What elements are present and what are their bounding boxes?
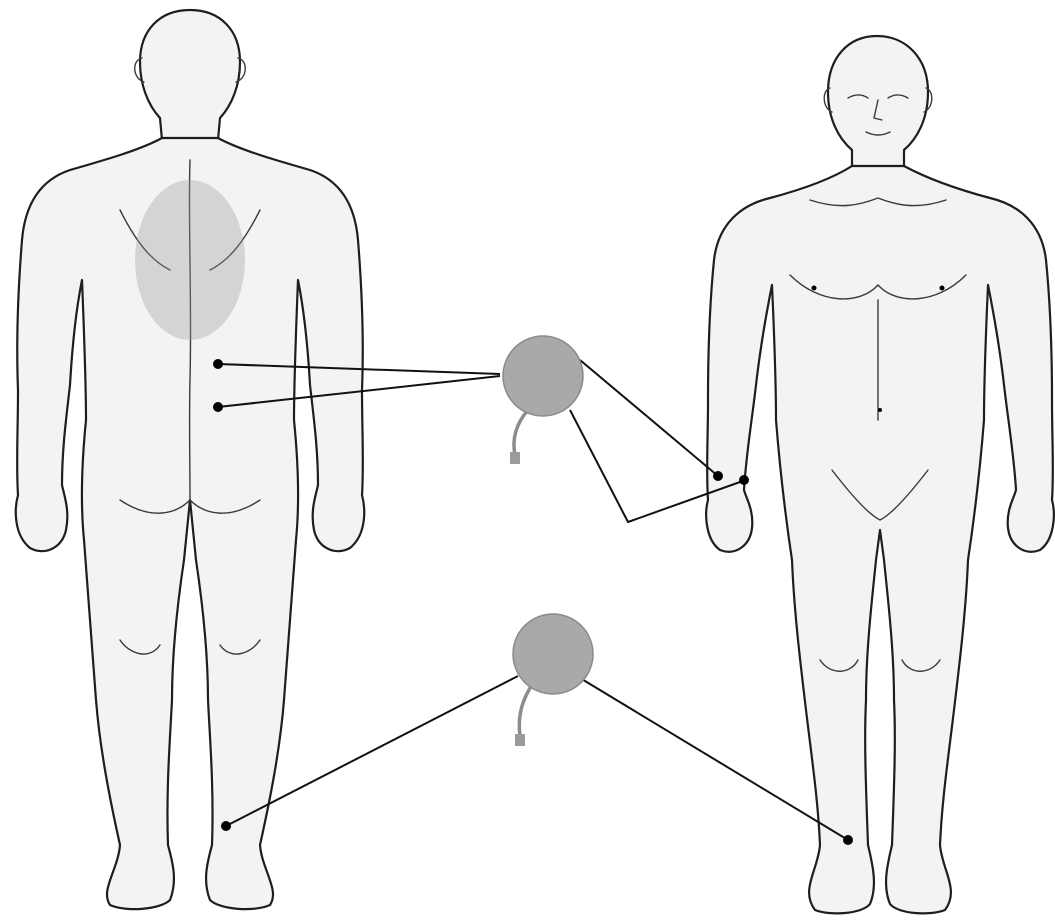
lower-stimulator-group [221,614,853,845]
lead-wrist-outer [580,360,718,476]
lower-device-plug [515,734,525,746]
upper-device-cable [514,410,528,455]
front-right-nipple [940,286,945,291]
lower-stimulator-unit [513,614,593,694]
posterior-view-figure [16,10,364,909]
back-shading [135,180,245,340]
electrode-ankle-posterior [221,821,231,831]
electrode-lower-back-lower [213,402,223,412]
upper-device-plug [510,452,520,464]
electrode-lower-back-upper [213,359,223,369]
electrode-ankle-anterior [843,835,853,845]
electrode-wrist-inner [739,475,749,485]
back-head [140,10,240,140]
lower-device-cable [519,688,530,736]
electrode-wrist-outer [713,471,723,481]
front-torso [706,166,1054,913]
front-left-nipple [812,286,817,291]
front-navel [878,408,882,412]
upper-stimulator-unit [503,336,583,416]
anterior-view-figure [706,36,1054,913]
